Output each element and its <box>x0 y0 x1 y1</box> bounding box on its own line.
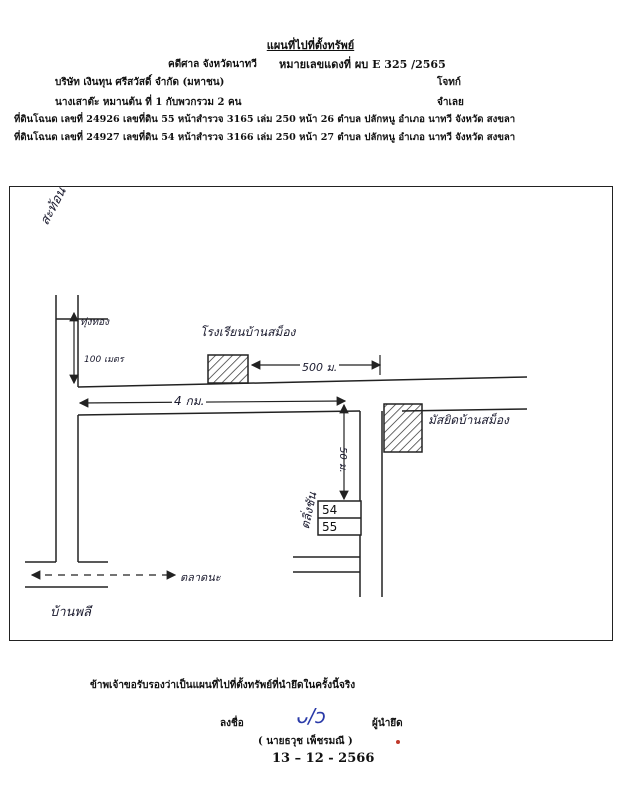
deed-line-2: ที่ดินโฉนด เลขที่ 24927 เลขที่ดิน 54 หน้… <box>14 132 516 143</box>
label-junction: ทุ่งทอง <box>80 317 109 328</box>
plot-55-label: 55 <box>322 520 338 534</box>
label-bottom-left-area: บ้านพลี <box>50 605 91 620</box>
signer-name: ( นายธวุช เพ็ชรมณี ) <box>258 736 353 747</box>
label-100m: 100 เมตร <box>84 355 124 365</box>
page-title: แผนที่ไปที่ตั้งทรัพย์ <box>266 39 355 52</box>
plaintiff-role: โจทก์ <box>437 77 461 88</box>
defendant-name: นางเสาต๊ะ หมานต้น ที่ 1 กับพวกรวม 2 คน <box>55 97 242 108</box>
signer-role: ผู้นำยึด <box>372 718 403 729</box>
label-50m: 50 ม. <box>337 447 348 473</box>
document-date: 13 – 12 - 2566 <box>272 751 375 766</box>
plaintiff-name: บริษัท เงินทุน ศรีสวัสดิ์ จำกัด (มหาชน) <box>55 77 225 88</box>
label-east-destination: ตลาดนะ <box>180 571 221 584</box>
main-road-south-edge-east <box>401 408 528 412</box>
school-building <box>207 354 249 384</box>
mosque-building <box>383 403 423 453</box>
main-road-north-edge <box>77 376 528 388</box>
court-name: คดีศาล จังหวัดนาทวี <box>168 59 257 70</box>
location-map: สะท้อน ทุ่งทอง 100 เมตร โรงเรียนบ้านสม็อ… <box>9 185 613 641</box>
case-number: หมายเลขแดงที่ ผบ E 325 /2565 <box>279 58 446 71</box>
label-500m: 500 ม. <box>300 358 340 376</box>
label-4km: 4 กม. <box>172 392 207 411</box>
ink-dot <box>396 740 400 744</box>
label-school: โรงเรียนบ้านสม็อง <box>200 325 296 339</box>
certification-text: ข้าพเจ้าขอรับรองว่าเป็นแผนที่ไปที่ตั้งทร… <box>90 680 356 691</box>
deed-line-1: ที่ดินโฉนด เลขที่ 24926 เลขที่ดิน 55 หน้… <box>14 114 516 125</box>
label-mosque: มัสยิดบ้านสม็อง <box>428 413 509 427</box>
signature-mark: ᴗ/ɔ <box>296 704 326 728</box>
plot-54-label: 54 <box>322 503 338 517</box>
map-drawing <box>25 295 528 597</box>
defendant-role: จำเลย <box>437 97 464 108</box>
signature-label: ลงชื่อ <box>220 718 244 729</box>
main-road-south-edge-west <box>77 410 361 416</box>
